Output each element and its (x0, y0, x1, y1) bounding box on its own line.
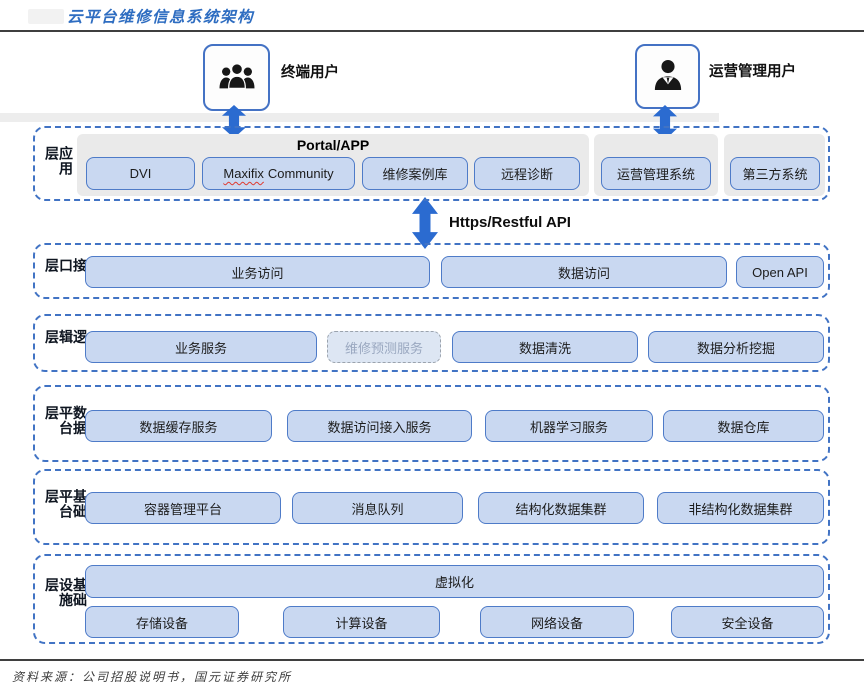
third-party-group: 第三方系统 (724, 134, 825, 196)
data-platform-layer-frame: 数据平台层 数据缓存服务 数据访问接入服务 机器学习服务 数据仓库 (33, 385, 830, 462)
data-warehouse-label: 数据仓库 (717, 419, 770, 435)
repair-prediction-service-box: 维修预测服务 (327, 331, 441, 363)
business-access-label: 业务访问 (231, 265, 284, 281)
ops-management-system-label: 运营管理系统 (616, 167, 695, 182)
remote-diagnosis-label: 远程诊断 (500, 167, 553, 182)
virtualization-box: 虚拟化 (85, 565, 824, 598)
faded-figure-number (28, 9, 64, 24)
maxifix-community-box: Maxifix Community (202, 157, 355, 190)
user-icon (653, 58, 683, 95)
dvi-box-label: DVI (129, 166, 152, 181)
data-warehouse-box: 数据仓库 (663, 410, 824, 442)
storage-device-label: 存储设备 (135, 615, 188, 631)
terminal-user-label: 终端用户 (281, 65, 339, 81)
infrastructure-layer-frame: 基础设施层 虚拟化 存储设备 计算设备 网络设备 安全设备 (33, 554, 830, 644)
message-queue-box: 消息队列 (292, 492, 463, 524)
structured-data-cluster-label: 结构化数据集群 (515, 501, 607, 517)
data-analysis-mining-label: 数据分析挖掘 (696, 340, 775, 356)
bottom-divider (0, 659, 864, 661)
virtualization-label: 虚拟化 (434, 575, 474, 590)
data-cache-service-label: 数据缓存服务 (139, 419, 218, 435)
network-device-label: 网络设备 (530, 615, 583, 631)
data-access-ingress-service-label: 数据访问接入服务 (327, 419, 432, 435)
business-service-box: 业务服务 (85, 331, 317, 363)
data-access-label: 数据访问 (557, 265, 610, 281)
data-access-box: 数据访问 (441, 256, 727, 288)
compute-device-box: 计算设备 (283, 606, 440, 638)
business-service-label: 业务服务 (174, 340, 227, 356)
interface-layer-frame: 接口层 业务访问 数据访问 Open API (33, 243, 830, 299)
api-double-arrow-icon (412, 197, 438, 254)
open-api-box: Open API (736, 256, 824, 288)
maxifix-word: Maxifix (223, 166, 264, 181)
data-analysis-mining-box: 数据分析挖掘 (648, 331, 824, 363)
api-label: Https/Restful API (449, 214, 571, 231)
ops-management-system-box: 运营管理系统 (601, 157, 711, 190)
terminal-user-box (203, 44, 270, 111)
infrastructure-layer-label: 基础设施层 (44, 577, 88, 608)
repair-case-library-box: 维修案例库 (362, 157, 468, 190)
portal-group-title: Portal/APP (296, 137, 370, 153)
unstructured-data-cluster-label: 非结构化数据集群 (688, 501, 793, 517)
business-access-box: 业务访问 (85, 256, 430, 288)
operations-user-double-arrow-icon (653, 105, 677, 145)
remote-diagnosis-box: 远程诊断 (474, 157, 580, 190)
third-party-system-box: 第三方系统 (730, 157, 820, 190)
source-note: 资料来源：公司招股说明书，国元证券研究所 (12, 670, 293, 684)
users-group-icon (217, 61, 257, 94)
container-management-platform-label: 容器管理平台 (143, 501, 222, 517)
message-queue-label: 消息队列 (351, 501, 404, 517)
machine-learning-service-box: 机器学习服务 (485, 410, 653, 442)
base-platform-layer-frame: 基础平台层 容器管理平台 消息队列 结构化数据集群 非结构化数据集群 (33, 469, 830, 545)
logic-layer-frame: 逻辑层 业务服务 维修预测服务 数据清洗 数据分析挖掘 (33, 314, 830, 372)
terminal-user-double-arrow-icon (222, 105, 246, 143)
network-device-box: 网络设备 (480, 606, 634, 638)
base-platform-layer-label: 基础平台层 (44, 489, 88, 519)
app-layer-label: 应用层 (44, 145, 74, 176)
security-device-box: 安全设备 (671, 606, 824, 638)
data-cache-service-box: 数据缓存服务 (85, 410, 272, 442)
app-layer-frame: 应用层 Portal/APP DVI Maxifix Community 维修案… (33, 126, 830, 201)
page-title: 云平台维修信息系统架构 (67, 7, 255, 26)
logic-layer-label: 逻辑层 (44, 329, 88, 345)
data-cleaning-box: 数据清洗 (452, 331, 638, 363)
open-api-label: Open API (752, 264, 808, 280)
portal-group: Portal/APP DVI Maxifix Community 维修案例库 远… (77, 134, 589, 196)
interface-layer-label: 接口层 (44, 258, 88, 273)
structured-data-cluster-box: 结构化数据集群 (478, 492, 644, 524)
security-device-label: 安全设备 (721, 615, 774, 631)
third-party-system-label: 第三方系统 (742, 167, 808, 182)
top-divider (0, 30, 864, 32)
data-platform-layer-label: 数据平台层 (44, 405, 88, 436)
unstructured-data-cluster-box: 非结构化数据集群 (657, 492, 824, 524)
dvi-box: DVI (86, 157, 195, 190)
data-cleaning-label: 数据清洗 (518, 340, 571, 356)
data-access-ingress-service-box: 数据访问接入服务 (287, 410, 472, 442)
operations-user-box (635, 44, 700, 109)
repair-prediction-service-label: 维修预测服务 (344, 340, 423, 356)
storage-device-box: 存储设备 (85, 606, 239, 638)
container-management-platform-box: 容器管理平台 (85, 492, 281, 524)
repair-case-library-label: 维修案例库 (382, 167, 448, 182)
compute-device-label: 计算设备 (335, 615, 388, 631)
ops-system-group: 运营管理系统 (594, 134, 718, 196)
community-word: Community (267, 166, 334, 181)
machine-learning-service-label: 机器学习服务 (529, 419, 608, 435)
background-band (0, 113, 719, 122)
operations-user-label: 运营管理用户 (709, 64, 796, 80)
